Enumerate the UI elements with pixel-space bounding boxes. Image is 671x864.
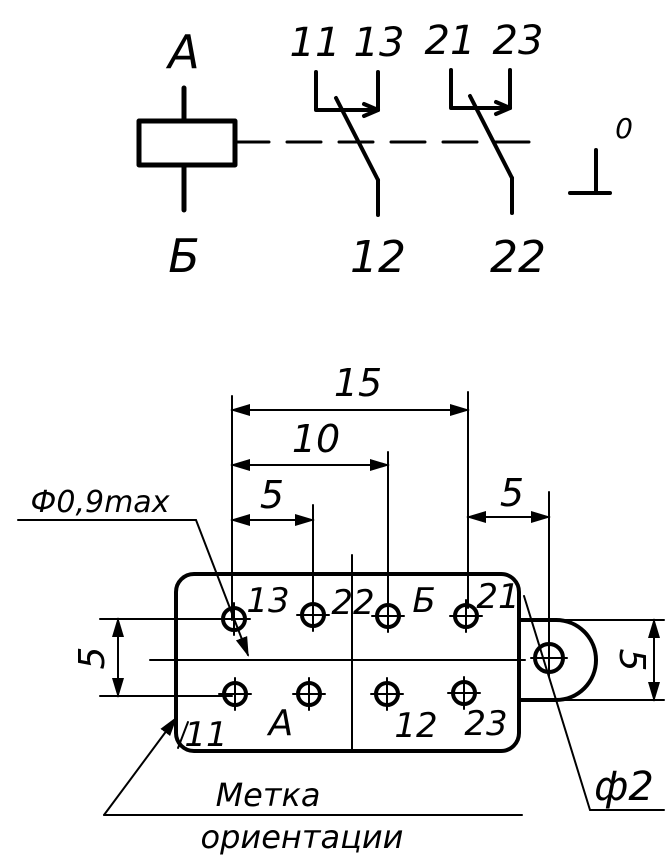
contact-2-stop bbox=[494, 100, 512, 116]
state-symbol: 0 bbox=[568, 112, 633, 195]
dim-label-15: 15 bbox=[334, 361, 382, 405]
relay-body-outline bbox=[174, 572, 521, 753]
orientation-leader bbox=[103, 716, 178, 816]
state-label: 0 bbox=[615, 112, 633, 145]
dim-label-5-vert-left: 5 bbox=[72, 647, 113, 670]
contact-1-label-13: 13 bbox=[354, 20, 405, 66]
pin-label-22: 22 bbox=[331, 583, 374, 623]
contact-1-blade bbox=[334, 96, 380, 182]
pin-label-11: 11 bbox=[184, 715, 227, 755]
relay-schematic: A Б 11 13 12 21 23 22 bbox=[136, 18, 633, 283]
contact-2-blade bbox=[468, 94, 514, 180]
pin-label-b: Б bbox=[412, 581, 435, 621]
pin-label-12: 12 bbox=[394, 706, 437, 746]
pin-label-23: 23 bbox=[464, 704, 507, 744]
dim-label-5-vert-right: 5 bbox=[611, 649, 652, 672]
mounting-ear bbox=[517, 618, 598, 702]
pin-label-13: 13 bbox=[246, 581, 289, 621]
contact-1-label-12: 12 bbox=[350, 232, 406, 283]
contact-2-label-23: 23 bbox=[493, 18, 544, 64]
orientation-mark-notch bbox=[177, 721, 189, 749]
contact-1-nc-terminal bbox=[314, 70, 380, 112]
relay-outline-drawing: 15 10 5 5 Ф0,9max bbox=[17, 361, 665, 856]
coil-label-a: A bbox=[165, 25, 199, 79]
hole-diameter-label: ф2 bbox=[594, 764, 654, 810]
contact-2-label-21: 21 bbox=[425, 18, 476, 64]
contact-group-1: 11 13 12 bbox=[290, 20, 406, 283]
pin-label-a: A bbox=[267, 703, 294, 744]
dim-label-5-right: 5 bbox=[500, 471, 524, 515]
contact-2-nc-terminal bbox=[449, 68, 512, 110]
coil-label-b: Б bbox=[168, 229, 200, 283]
orientation-label-line1: Метка bbox=[216, 776, 321, 814]
pin-row-bottom bbox=[218, 676, 481, 711]
dim-label-5-left: 5 bbox=[260, 473, 284, 517]
pin-row-top bbox=[217, 598, 483, 636]
hole-leader bbox=[523, 595, 591, 811]
coil-symbol bbox=[136, 118, 238, 168]
pin-diameter-leader bbox=[195, 519, 249, 657]
contact-group-2: 21 23 22 bbox=[425, 18, 546, 283]
contact-1-stop bbox=[362, 102, 380, 118]
pin-diameter-label: Ф0,9max bbox=[31, 485, 170, 520]
contact-2-label-22: 22 bbox=[490, 232, 546, 283]
contact-1-label-11: 11 bbox=[290, 20, 341, 66]
orientation-label-line2: ориентации bbox=[201, 818, 404, 856]
pin-label-21: 21 bbox=[476, 577, 519, 617]
ear-arc bbox=[554, 618, 598, 702]
dim-label-10: 10 bbox=[292, 417, 340, 461]
